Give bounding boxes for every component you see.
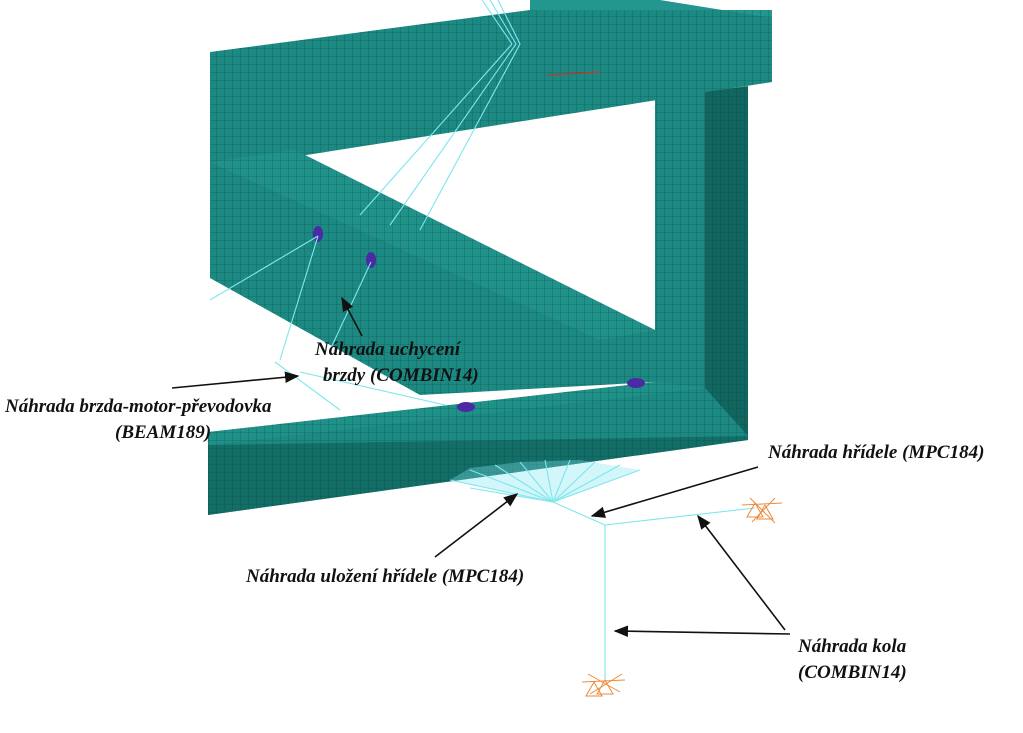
arrow-wheel-lower xyxy=(613,625,791,637)
bottom-beam xyxy=(208,382,748,515)
label-brake-motor-1: Náhrada brzda-motor-převodovka xyxy=(4,396,272,417)
label-brake-mount-1: Náhrada uchycení xyxy=(314,339,462,360)
arrow-shaft-bearing xyxy=(434,493,519,558)
label-shaft-bearing: Náhrada uložení hřídele (MPC184) xyxy=(245,566,524,587)
support-icon xyxy=(581,673,626,697)
label-wheel-1: Náhrada kola xyxy=(797,636,907,657)
arrow-shaft xyxy=(590,466,759,518)
annotation-arrows xyxy=(171,296,791,637)
vertical-column xyxy=(655,86,748,436)
hole-mark xyxy=(627,378,645,388)
hole-mark xyxy=(366,252,376,268)
hole-mark xyxy=(457,402,475,412)
arrow-brake-mount xyxy=(341,296,363,337)
bearing-fan-fill xyxy=(450,460,640,502)
hole-mark xyxy=(313,226,323,242)
diagonal-brace xyxy=(210,150,655,395)
label-brake-motor-2: (BEAM189) xyxy=(115,422,211,443)
label-shaft: Náhrada hřídele (MPC184) xyxy=(767,442,984,463)
top-beam xyxy=(210,0,772,162)
arrow-brake-motor xyxy=(171,371,300,389)
label-wheel-2: (COMBIN14) xyxy=(798,662,907,683)
label-brake-mount-2: brzdy (COMBIN14) xyxy=(323,365,479,386)
arrow-wheel-upper xyxy=(697,514,786,631)
beam-lines xyxy=(209,0,756,680)
mesh-frame xyxy=(208,0,772,515)
marker-line xyxy=(547,71,601,76)
support-icon xyxy=(741,497,783,524)
